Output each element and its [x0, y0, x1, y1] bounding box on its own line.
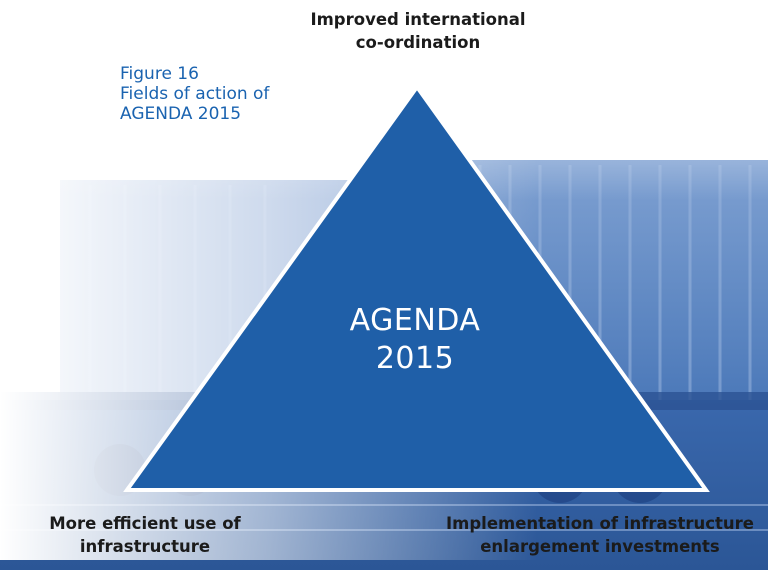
top-vertex-label-line-1: Improved international: [310, 10, 526, 29]
caption-line-1: Figure 16: [120, 64, 199, 84]
center-label: AGENDA 2015: [300, 302, 530, 378]
center-label-line-1: AGENDA: [349, 303, 481, 338]
bottom-left-label-line-2: infrastructure: [79, 537, 211, 556]
top-vertex-label-line-2: co-ordination: [355, 33, 481, 52]
caption-line-2: Fields of action of: [120, 84, 270, 104]
bottom-right-label-line-1: Implementation of infrastructure: [446, 514, 754, 533]
figure-caption: Figure 16 Fields of action of AGENDA 201…: [120, 64, 340, 124]
bottom-right-vertex-label: Implementation of infrastructure enlarge…: [432, 512, 768, 558]
center-label-line-2: 2015: [375, 341, 455, 376]
bottom-right-label-line-2: enlargement investments: [480, 537, 720, 556]
triangle-shape: [123, 83, 710, 492]
bottom-left-label-line-1: More efficient use of: [49, 514, 241, 533]
top-vertex-label: Improved international co-ordination: [268, 8, 568, 54]
caption-line-3: AGENDA 2015: [120, 104, 242, 124]
bottom-left-vertex-label: More efficient use of infrastructure: [0, 512, 290, 558]
